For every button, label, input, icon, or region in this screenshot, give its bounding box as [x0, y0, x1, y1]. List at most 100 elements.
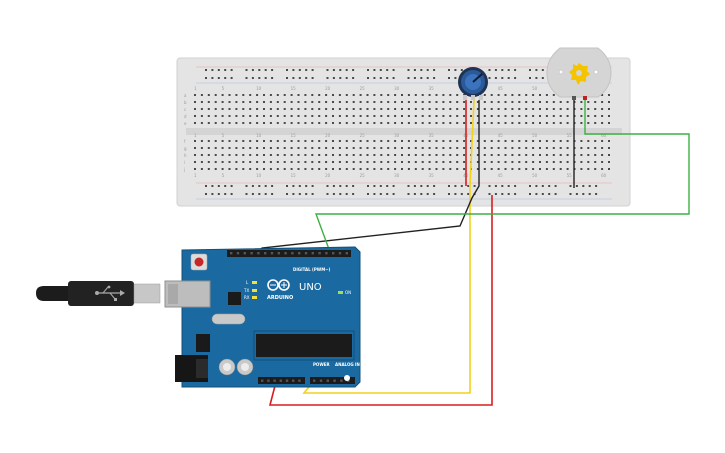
header-pin[interactable] — [340, 379, 343, 382]
header-pin[interactable] — [319, 379, 323, 382]
column-number: 5 — [222, 173, 225, 178]
header-pin[interactable] — [338, 252, 342, 255]
header-pin[interactable] — [284, 252, 287, 255]
breadboard-hole — [373, 122, 376, 124]
breadboard[interactable]: a b c d e f g h i j 11155510101015151520… — [176, 57, 631, 207]
breadboard-holes — [194, 69, 610, 195]
breadboard-hole — [366, 115, 369, 117]
rail-hole — [211, 69, 214, 71]
header-pin[interactable] — [311, 252, 314, 255]
breadboard-hole — [587, 122, 590, 124]
header-pin[interactable] — [273, 379, 276, 382]
header-pin[interactable] — [257, 252, 260, 255]
header-pin[interactable] — [236, 252, 240, 255]
breadboard-hole — [325, 115, 328, 117]
reset-button-cap[interactable] — [194, 257, 204, 267]
header-pin[interactable] — [313, 379, 316, 382]
breadboard-hole — [366, 154, 369, 156]
breadboard-hole — [608, 122, 610, 124]
rail-hole — [352, 193, 355, 195]
rail-hole — [286, 69, 288, 71]
header-pin[interactable] — [277, 252, 280, 255]
column-number: 20 — [325, 133, 331, 138]
potentiometer[interactable] — [458, 67, 488, 100]
header-pin[interactable] — [261, 379, 264, 382]
header-pin[interactable] — [298, 252, 301, 255]
breadboard-hole — [242, 154, 245, 156]
breadboard-hole — [373, 115, 376, 117]
breadboard-hole — [476, 154, 479, 156]
header-pin[interactable] — [318, 252, 321, 255]
wire-yellow-a0[interactable] — [302, 99, 475, 394]
breadboard-hole — [525, 161, 528, 163]
breadboard-hole — [483, 94, 486, 96]
header-pin[interactable] — [230, 252, 233, 255]
column-number: 60 — [601, 173, 607, 178]
breadboard-hole — [518, 94, 521, 96]
breadboard-hole — [545, 147, 548, 149]
digital-header[interactable] — [227, 250, 351, 257]
header-pin[interactable] — [250, 252, 253, 255]
row-letter-d: d — [184, 114, 187, 119]
breadboard-hole — [566, 140, 569, 142]
wire-red-5v[interactable] — [268, 195, 493, 406]
usb-cable[interactable] — [36, 281, 161, 306]
breadboard-hole — [366, 140, 369, 142]
breadboard-hole — [345, 154, 348, 156]
breadboard-hole — [256, 154, 259, 156]
breadboard-hole — [552, 115, 555, 117]
breadboard-hole — [269, 161, 272, 163]
breadboard-hole — [539, 115, 541, 117]
row-letter-h: h — [184, 153, 187, 158]
breadboard-hole — [559, 140, 562, 142]
header-pin[interactable] — [264, 252, 267, 255]
header-pin[interactable] — [345, 252, 348, 255]
breadboard-hole — [283, 122, 286, 124]
header-pin[interactable] — [332, 252, 335, 255]
header-pin[interactable] — [326, 379, 329, 382]
breadboard-hole — [387, 115, 390, 117]
header-pin[interactable] — [304, 252, 308, 255]
header-pin[interactable] — [285, 379, 289, 382]
breadboard-hole — [207, 140, 210, 142]
header-pin[interactable] — [333, 379, 336, 382]
breadboard-hole — [290, 108, 293, 110]
breadboard-hole — [194, 122, 196, 124]
breadboard-hole — [428, 108, 431, 110]
rail-hole — [507, 193, 510, 195]
breadboard-hole — [421, 161, 424, 163]
dc-motor[interactable] — [546, 47, 612, 100]
header-pin[interactable] — [325, 252, 328, 255]
breadboard-hole — [200, 108, 203, 110]
breadboard-hole — [476, 101, 479, 103]
breadboard-hole — [221, 147, 224, 149]
arduino-uno[interactable]: L TX RX ON ARDUINO UNO DIGITAL (PWM~) PO… — [164, 246, 361, 388]
column-number: 1 — [194, 133, 197, 138]
header-pin[interactable] — [267, 379, 270, 382]
breadboard-hole — [214, 108, 217, 110]
header-pin[interactable] — [292, 379, 295, 382]
breadboard-hole — [332, 154, 334, 156]
rail-hole — [501, 185, 504, 187]
header-pin[interactable] — [243, 252, 246, 255]
rail-hole — [367, 193, 369, 195]
breadboard-hole — [497, 168, 500, 170]
breadboard-hole — [545, 122, 548, 124]
header-pin[interactable] — [298, 379, 301, 382]
rail-hole — [420, 77, 423, 79]
rail-hole — [420, 193, 423, 195]
column-number: 45 — [498, 173, 504, 178]
breadboard-hole — [518, 161, 521, 163]
row-letter-g: g — [184, 146, 187, 151]
header-pin[interactable] — [291, 252, 294, 255]
breadboard-hole — [490, 140, 493, 142]
breadboard-hole — [228, 101, 231, 103]
wire-green-motor[interactable] — [314, 100, 690, 253]
header-pin[interactable] — [270, 252, 274, 255]
header-pin[interactable] — [279, 379, 282, 382]
analog-header[interactable] — [310, 377, 355, 384]
breadboard-hole — [276, 94, 279, 96]
breadboard-hole — [311, 168, 314, 170]
breadboard-hole — [207, 108, 210, 110]
breadboard-hole — [601, 147, 604, 149]
